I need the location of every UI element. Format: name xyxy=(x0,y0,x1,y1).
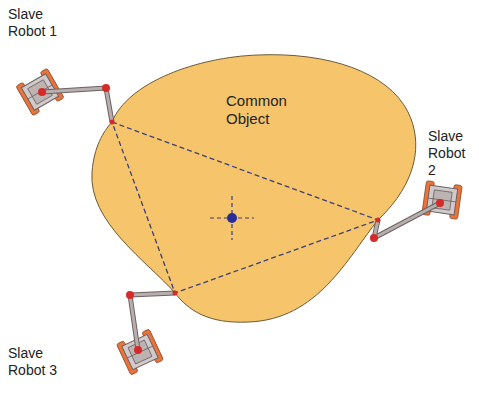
object-blob xyxy=(92,55,416,322)
robot-1 xyxy=(16,68,115,124)
robot-label: Slave Robot 2 xyxy=(428,128,476,179)
robot-label-box: Slave Robot 2 xyxy=(428,128,476,179)
center-of-mass xyxy=(227,213,237,223)
common-object: Common Object xyxy=(88,52,423,330)
object-label: Common Object xyxy=(226,92,306,128)
center-crosshair xyxy=(210,196,254,240)
robot-label: Slave Robot 1 xyxy=(8,6,72,40)
robot-2 xyxy=(370,181,462,242)
robot-label: Slave Robot 3 xyxy=(8,345,72,379)
robot-3 xyxy=(117,291,178,376)
robot-label-box: Slave Robot 3 xyxy=(8,345,72,379)
robot-label-box: Slave Robot 1 xyxy=(8,6,72,40)
grasp-triangle xyxy=(112,122,378,293)
